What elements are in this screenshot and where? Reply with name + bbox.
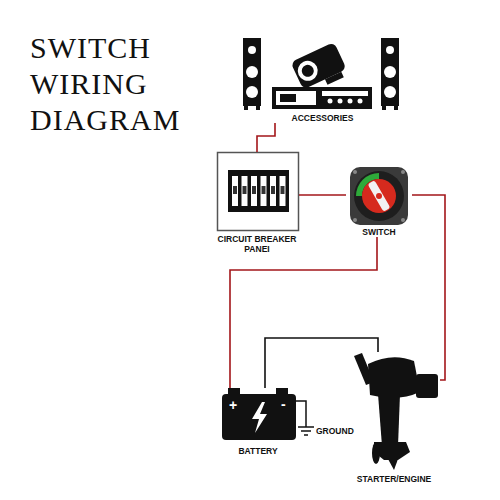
- ground-label: GROUND: [316, 426, 354, 436]
- ground-symbol: [296, 401, 314, 435]
- node-label: BATTERY: [218, 446, 298, 456]
- node-label: ACCESSORIES: [235, 113, 410, 123]
- breaker-panel-node: CIRCUIT BREAKER PANEI: [215, 152, 299, 254]
- wire: [230, 237, 377, 388]
- breaker-panel-box: [218, 153, 299, 231]
- receiver-unit: [272, 87, 372, 109]
- wire: [265, 338, 378, 388]
- node-label: CIRCUIT BREAKER PANEI: [215, 234, 299, 254]
- diagram-title: SWITCH WIRING DIAGRAM: [30, 30, 190, 138]
- terminal-sign: +: [229, 397, 237, 413]
- speaker-left: [243, 38, 261, 110]
- battery-icon: [222, 388, 296, 440]
- wire: [257, 123, 275, 152]
- node-label: STARTER/ENGINE: [348, 474, 440, 484]
- wire: [299, 194, 346, 196]
- projector-icon: [291, 42, 350, 95]
- battery-switch-icon: [350, 167, 408, 225]
- engine-node: STARTER/ENGINE: [348, 352, 440, 484]
- accessories-node: ACCESSORIES: [235, 35, 410, 123]
- speaker-right: [381, 38, 399, 110]
- node-label: SWITCH: [346, 227, 412, 237]
- switch-node: SWITCH: [346, 165, 412, 237]
- outboard-engine-icon: [354, 353, 438, 470]
- wire: [412, 195, 445, 380]
- terminal-sign: -: [281, 396, 286, 412]
